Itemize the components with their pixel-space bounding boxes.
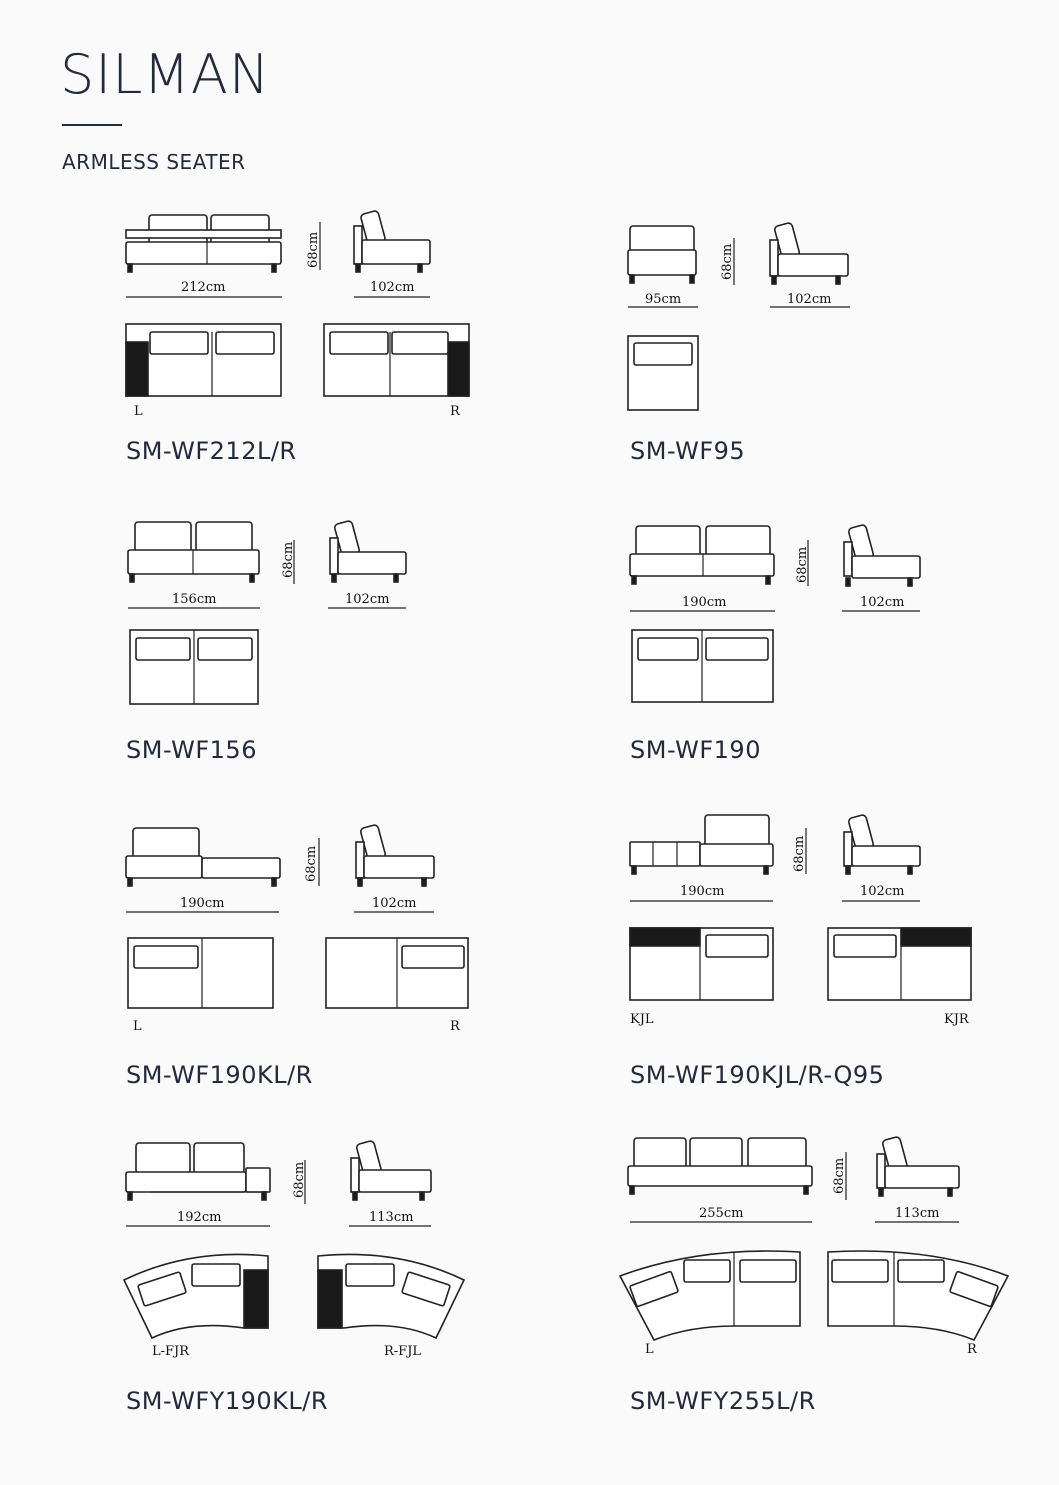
- sm-wfy190kl-model: SM-WFY190KL/R: [126, 1387, 329, 1415]
- sm-wf190kjl-drawings: [629, 814, 972, 1001]
- sm-wf190kjl-model: SM-WF190KJL/R-Q95: [630, 1061, 885, 1089]
- sm-wf190kjl-depth: 102cm: [860, 884, 905, 899]
- sm-wf190kl-depth: 102cm: [372, 896, 417, 911]
- sm-wfy190kl-depth: 113cm: [369, 1210, 414, 1225]
- sm-wf190-width: 190cm: [682, 595, 727, 610]
- sm-wf156-width: 156cm: [172, 592, 217, 607]
- sm-wfy255-right-label: R: [967, 1342, 977, 1357]
- sm-wfy255-width: 255cm: [699, 1206, 744, 1221]
- sm-wf190kjl-width: 190cm: [680, 884, 725, 899]
- sm-wf190kl-drawings: [125, 824, 469, 1009]
- sm-wf190kjl-right-label: KJR: [944, 1012, 969, 1027]
- sm-wf95-model: SM-WF95: [630, 437, 746, 465]
- sm-wfy255-drawings: [618, 1136, 1010, 1342]
- sm-wfy255-left-label: L: [645, 1342, 654, 1357]
- sm-wf190-drawings: [629, 524, 921, 703]
- brand-title: SILMAN: [60, 43, 271, 106]
- sm-wf212-drawings: [125, 210, 470, 397]
- sm-wf212-depth: 102cm: [370, 280, 415, 295]
- sm-wf190kjl-left-label: KJL: [630, 1012, 654, 1027]
- sm-wf212-model: SM-WF212L/R: [126, 437, 297, 465]
- title-divider: [62, 124, 122, 126]
- sm-wfy190kl-left-label: L-FJR: [152, 1344, 190, 1359]
- sm-wf190kl-right-label: R: [450, 1019, 460, 1034]
- page-subtitle: ARMLESS SEATER: [62, 150, 246, 174]
- sm-wf190-model: SM-WF190: [630, 736, 761, 764]
- sm-wf190-depth: 102cm: [860, 595, 905, 610]
- sm-wf95-depth: 102cm: [787, 292, 832, 307]
- sm-wfy255-model: SM-WFY255L/R: [630, 1387, 816, 1415]
- sm-wfy190kl-drawings: [122, 1140, 466, 1340]
- sm-wfy255-height: 68cm: [832, 1157, 847, 1194]
- sm-wf95-width: 95cm: [645, 292, 682, 307]
- sm-wf156-depth: 102cm: [345, 592, 390, 607]
- sm-wfy255-depth: 113cm: [895, 1206, 940, 1221]
- sm-wf95-drawings: [627, 222, 850, 411]
- sm-wf190kl-left-label: L: [133, 1019, 142, 1034]
- sm-wf212-right-label: R: [450, 404, 460, 419]
- sm-wf156-drawings: [127, 520, 407, 705]
- sm-wf212-left-label: L: [134, 404, 143, 419]
- sm-wf156-model: SM-WF156: [126, 736, 257, 764]
- sm-wfy190kl-right-label: R-FJL: [384, 1344, 422, 1359]
- sm-wf190kl-model: SM-WF190KL/R: [126, 1061, 313, 1089]
- sm-wf212-width: 212cm: [181, 280, 226, 295]
- sm-wf190kl-width: 190cm: [180, 896, 225, 911]
- sm-wfy190kl-width: 192cm: [177, 1210, 222, 1225]
